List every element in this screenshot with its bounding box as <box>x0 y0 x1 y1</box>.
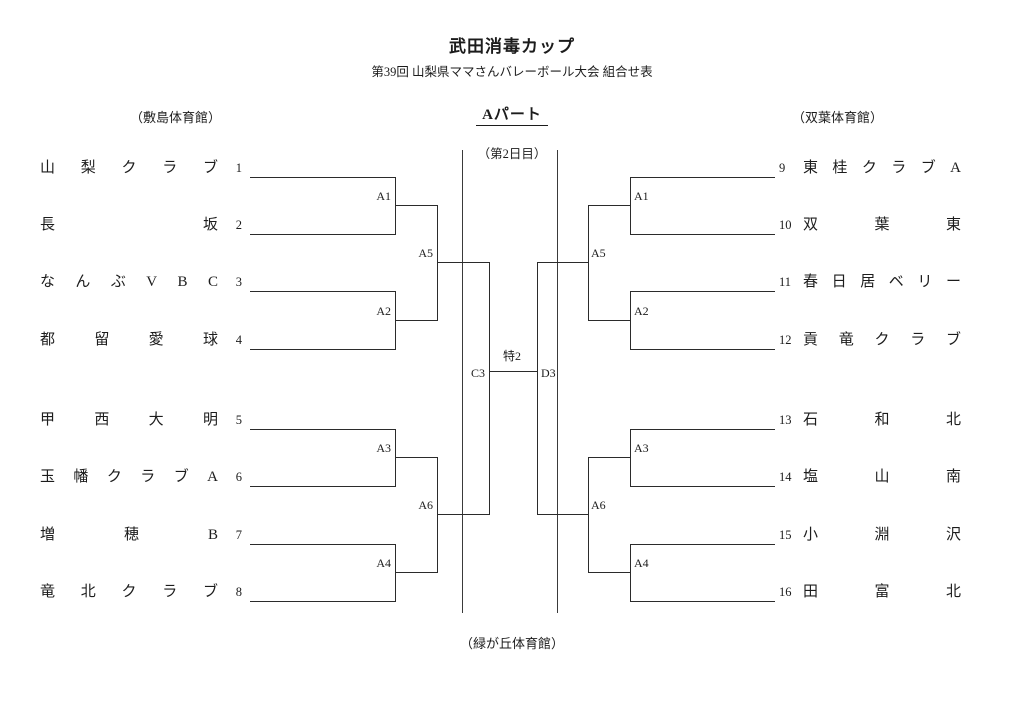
bracket-line <box>250 291 395 292</box>
venue-right-label: （双葉体育館） <box>792 110 884 125</box>
match-label-a5-right: A5 <box>591 246 606 260</box>
bracket-line <box>395 457 438 458</box>
seed-number: 4 <box>235 333 242 347</box>
bracket-line <box>395 429 396 487</box>
bracket-line <box>395 177 396 235</box>
bracket-line <box>630 486 775 487</box>
match-label-a3-left: A3 <box>376 441 391 455</box>
bracket-line <box>537 514 589 515</box>
bracket-line <box>437 205 438 321</box>
bracket-line <box>537 262 538 515</box>
bracket-line <box>588 572 631 573</box>
match-label-d3: D3 <box>541 366 556 380</box>
match-label-a6-right: A6 <box>591 498 606 512</box>
team-name: 竜北クラブ <box>40 584 218 600</box>
tournament-title: 武田消毒カップ <box>449 37 575 56</box>
match-label-a2-right: A2 <box>634 304 649 318</box>
bracket-line-final <box>489 371 538 372</box>
part-label: Aパート <box>432 103 592 126</box>
match-label-a1-left: A1 <box>376 189 391 203</box>
bracket-line <box>630 544 775 545</box>
match-label-a5-left: A5 <box>418 246 433 260</box>
team-name: 山梨クラブ <box>40 160 218 176</box>
bracket-line <box>588 320 631 321</box>
bracket-line <box>437 514 490 515</box>
bracket-line <box>630 429 631 487</box>
team-name: 塩山南 <box>803 469 961 485</box>
seed-number: 12 <box>779 333 792 347</box>
bracket-line <box>250 234 395 235</box>
bracket-line <box>630 544 631 602</box>
venue-bottom-label: （緑が丘体育館） <box>459 636 564 651</box>
match-label-c3: C3 <box>470 366 485 380</box>
bracket-line <box>250 486 395 487</box>
seed-number: 16 <box>779 585 792 599</box>
bracket-line <box>630 177 775 178</box>
match-label-a6-left: A6 <box>418 498 433 512</box>
court-divider-line <box>462 150 463 613</box>
bracket-line <box>395 205 438 206</box>
bracket-line <box>588 457 589 573</box>
seed-number: 2 <box>235 218 242 232</box>
team-name: 春日居ベリー <box>803 274 961 290</box>
bracket-line <box>437 262 490 263</box>
match-label-a2-left: A2 <box>376 304 391 318</box>
part-label-text: Aパート <box>476 103 548 126</box>
team-name: 田富北 <box>803 584 961 600</box>
bracket-line <box>395 544 396 602</box>
venue-left-label: （敷島体育館） <box>130 110 222 125</box>
seed-number: 5 <box>235 413 242 427</box>
bracket-line <box>630 429 775 430</box>
bracket-line <box>630 291 775 292</box>
seed-number: 8 <box>235 585 242 599</box>
day-label: （第2日目） <box>477 147 547 161</box>
team-name: 石和北 <box>803 412 961 428</box>
bracket-line <box>630 349 775 350</box>
bracket-line <box>588 457 631 458</box>
bracket-line <box>250 349 395 350</box>
bracket-line <box>437 457 438 573</box>
seed-number: 3 <box>235 275 242 289</box>
match-label-final: 特2 <box>502 349 521 363</box>
seed-number: 13 <box>779 413 792 427</box>
bracket-line <box>489 262 490 515</box>
court-divider-line <box>557 150 558 613</box>
seed-number: 14 <box>779 470 792 484</box>
match-label-a4-left: A4 <box>376 556 391 570</box>
bracket-line <box>630 601 775 602</box>
bracket-line <box>630 234 775 235</box>
match-label-a3-right: A3 <box>634 441 649 455</box>
seed-number: 9 <box>779 161 786 175</box>
seed-number: 15 <box>779 528 792 542</box>
tournament-subtitle: 第39回 山梨県ママさんバレーボール大会 組合せ表 <box>371 65 653 79</box>
bracket-line <box>588 205 589 321</box>
bracket-line <box>250 177 395 178</box>
seed-number: 11 <box>779 275 792 289</box>
team-name: 長坂 <box>40 217 218 233</box>
match-label-a4-right: A4 <box>634 556 649 570</box>
seed-number: 10 <box>779 218 792 232</box>
seed-number: 1 <box>235 161 242 175</box>
seed-number: 7 <box>235 528 242 542</box>
team-name: 都留愛球 <box>40 332 218 348</box>
team-name: 小淵沢 <box>803 527 961 543</box>
match-label-a1-right: A1 <box>634 189 649 203</box>
bracket-line <box>630 177 631 235</box>
team-name: 貢竜クラブ <box>803 332 961 348</box>
bracket-line <box>250 601 395 602</box>
bracket-line <box>250 429 395 430</box>
bracket-line <box>537 262 589 263</box>
bracket-line <box>588 205 631 206</box>
seed-number: 6 <box>235 470 242 484</box>
bracket-line <box>395 320 438 321</box>
team-name: 双葉東 <box>803 217 961 233</box>
bracket-line <box>250 544 395 545</box>
team-name: 甲西大明 <box>40 412 218 428</box>
bracket-line <box>395 572 438 573</box>
